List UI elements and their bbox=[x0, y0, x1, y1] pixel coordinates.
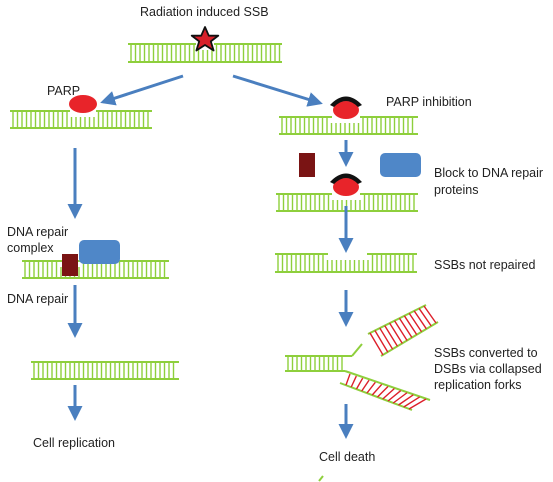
label-repair-complex-line1: DNA repair bbox=[7, 225, 68, 239]
star-icon bbox=[190, 26, 220, 52]
stray-dna-fragment bbox=[318, 475, 324, 482]
label-dsb-line2: DSBs via collapsed bbox=[434, 362, 542, 376]
label-radiation-ssb: Radiation induced SSB bbox=[140, 5, 269, 19]
repair-protein-icon bbox=[79, 240, 120, 264]
dna-strand-ssb-unrepaired bbox=[275, 253, 417, 273]
dna-strand-parp bbox=[10, 110, 152, 129]
label-cell-replication: Cell replication bbox=[33, 436, 115, 450]
arrow-to-parp bbox=[100, 74, 184, 106]
inhibitor-cap-icon bbox=[330, 173, 362, 184]
label-dna-repair: DNA repair bbox=[7, 292, 68, 306]
arrow-to-parp-inhibition bbox=[232, 74, 323, 107]
parp-ellipse-icon bbox=[69, 95, 97, 113]
collapsed-replication-fork bbox=[285, 304, 439, 411]
label-parp: PARP bbox=[47, 84, 80, 98]
label-dsb-line1: SSBs converted to bbox=[434, 346, 538, 360]
repair-block-icon bbox=[299, 153, 315, 177]
dna-strand-top bbox=[128, 43, 282, 63]
inhibitor-cap-icon bbox=[330, 96, 362, 107]
label-ssbs-not-repaired: SSBs not repaired bbox=[434, 258, 535, 272]
parp-ellipse-icon bbox=[333, 178, 359, 196]
label-dsb-line3: replication forks bbox=[434, 378, 522, 392]
parp-ellipse-icon bbox=[333, 101, 359, 119]
dna-strand-parp-inhibition bbox=[279, 116, 418, 135]
label-block-line2: proteins bbox=[434, 183, 478, 197]
label-repair-complex-line2: complex bbox=[7, 241, 54, 255]
repair-block-icon bbox=[62, 254, 78, 276]
repair-protein-icon bbox=[380, 153, 421, 177]
label-cell-death: Cell death bbox=[319, 450, 375, 464]
label-parp-inhibition: PARP inhibition bbox=[386, 95, 472, 109]
label-block-line1: Block to DNA repair bbox=[434, 166, 543, 180]
dna-strand-repaired bbox=[31, 361, 179, 380]
